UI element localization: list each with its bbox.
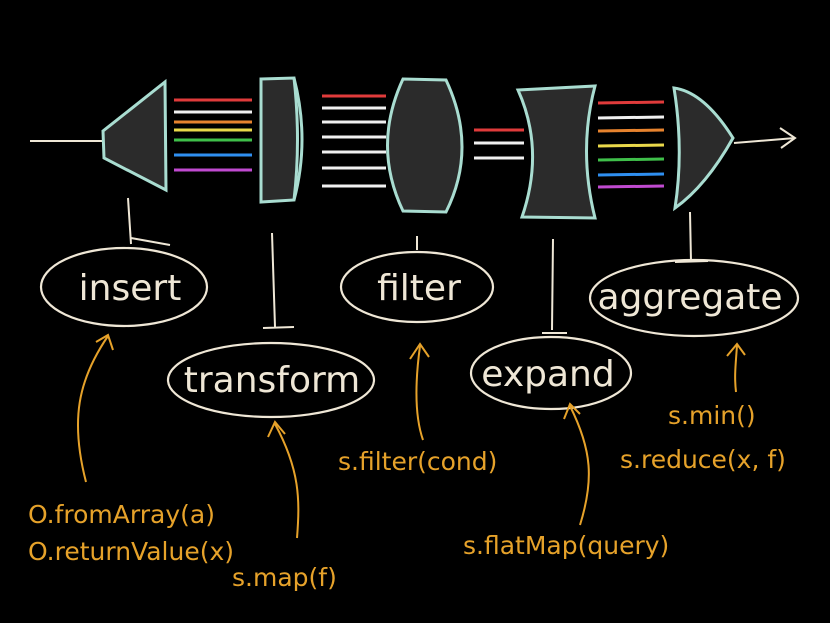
node-aggregate-label: aggregate: [597, 277, 782, 318]
node-expand-label: expand: [481, 354, 614, 395]
op-return-value: O.returnValue(x): [28, 537, 234, 566]
node-transform: transform: [166, 341, 376, 419]
insert-lens: [101, 78, 168, 193]
node-filter: filter: [339, 250, 495, 324]
aggregate-lens: [672, 86, 735, 212]
beam-line: [597, 143, 665, 148]
node-insert: insert: [39, 246, 209, 328]
beam-line: [597, 115, 665, 120]
op-filter: s.filter(cond): [338, 447, 497, 476]
node-transform-label: transform: [184, 360, 360, 401]
operator-arrows: [76, 333, 746, 539]
expand-lens: [515, 84, 597, 220]
op-reduce: s.reduce(x, f): [620, 445, 786, 474]
node-insert-label: insert: [79, 268, 182, 309]
op-flat-map: s.flatMap(query): [463, 531, 669, 560]
lens-connectors: [127, 197, 709, 334]
filter-lens: [386, 77, 464, 214]
op-from-array: O.fromArray(a): [28, 500, 215, 529]
beam-line: [597, 128, 665, 133]
beam-line: [597, 100, 665, 105]
beam-line: [597, 172, 665, 177]
node-expand: expand: [469, 335, 633, 411]
node-filter-label: filter: [377, 268, 461, 309]
output-arrow: [733, 127, 797, 149]
beam-line: [597, 184, 665, 189]
node-aggregate: aggregate: [588, 258, 800, 338]
op-min: s.min(): [668, 401, 756, 430]
op-map: s.map(f): [232, 563, 337, 592]
light-beams: [174, 94, 665, 189]
transform-lens: [259, 76, 304, 204]
beam-line: [597, 157, 665, 162]
